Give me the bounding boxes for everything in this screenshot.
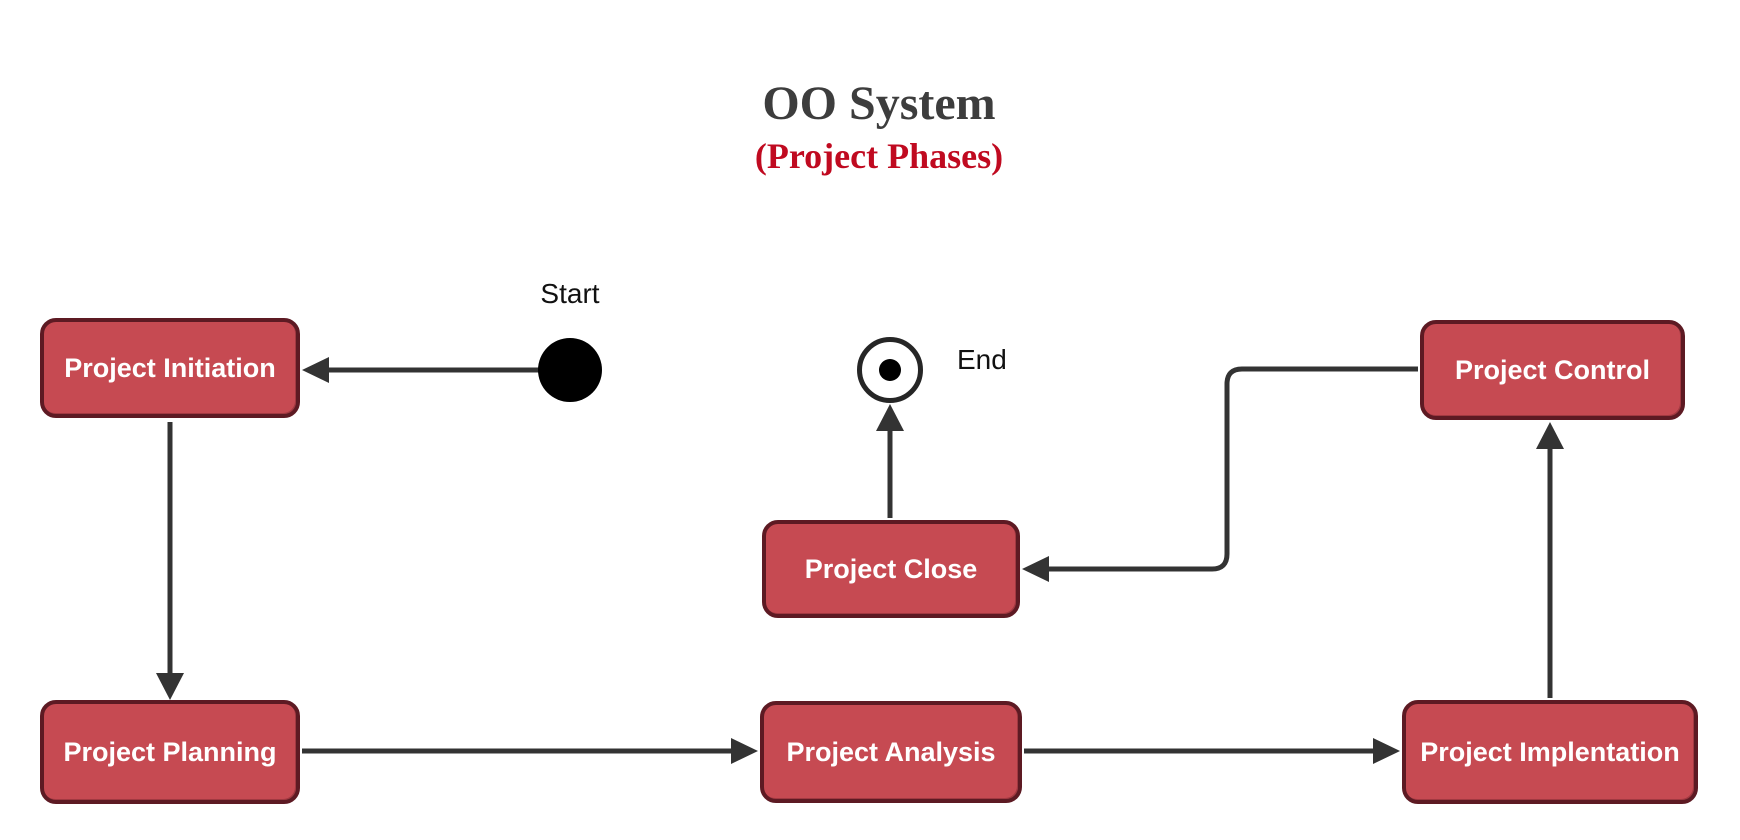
edge-close-to-end bbox=[876, 404, 904, 518]
edge-analysis-to-implentation bbox=[1024, 738, 1400, 764]
node-label: Project Control bbox=[1454, 354, 1650, 385]
node-label: Project Planning bbox=[63, 736, 277, 767]
edge-start-to-initiation bbox=[302, 357, 540, 383]
start-label: Start bbox=[540, 278, 600, 309]
node-project-initiation: Project Initiation bbox=[40, 318, 300, 418]
arrowhead-up-icon bbox=[876, 404, 904, 431]
arrowhead-right-icon bbox=[1373, 738, 1400, 764]
arrowhead-left-icon bbox=[302, 357, 329, 383]
edge-planning-to-analysis bbox=[302, 738, 758, 764]
end-node-icon bbox=[857, 337, 923, 403]
diagram-title: OO System bbox=[762, 77, 996, 130]
node-project-control: Project Control bbox=[1420, 320, 1685, 420]
node-label: Project Analysis bbox=[786, 736, 996, 767]
edge-initiation-to-planning bbox=[156, 422, 184, 700]
edge-control-to-close bbox=[1022, 366, 1418, 582]
node-project-close: Project Close bbox=[762, 520, 1020, 618]
end-node-dot-icon bbox=[879, 359, 901, 381]
diagram-subtitle: (Project Phases) bbox=[754, 135, 1004, 176]
node-project-implentation: Project Implentation bbox=[1402, 700, 1698, 804]
arrowhead-right-icon bbox=[731, 738, 758, 764]
start-node-icon bbox=[538, 338, 602, 402]
edge-implentation-to-control bbox=[1536, 422, 1564, 698]
arrowhead-left-icon bbox=[1022, 556, 1049, 582]
node-label: Project Implentation bbox=[1420, 736, 1680, 767]
node-label: Project Close bbox=[804, 553, 978, 584]
node-project-analysis: Project Analysis bbox=[760, 701, 1022, 803]
diagram-header: OO System (Project Phases) bbox=[0, 77, 1740, 176]
node-label: Project Initiation bbox=[64, 352, 276, 383]
end-label: End bbox=[957, 344, 1007, 375]
arrowhead-up-icon bbox=[1536, 422, 1564, 449]
arrowhead-down-icon bbox=[156, 673, 184, 700]
node-project-planning: Project Planning bbox=[40, 700, 300, 804]
